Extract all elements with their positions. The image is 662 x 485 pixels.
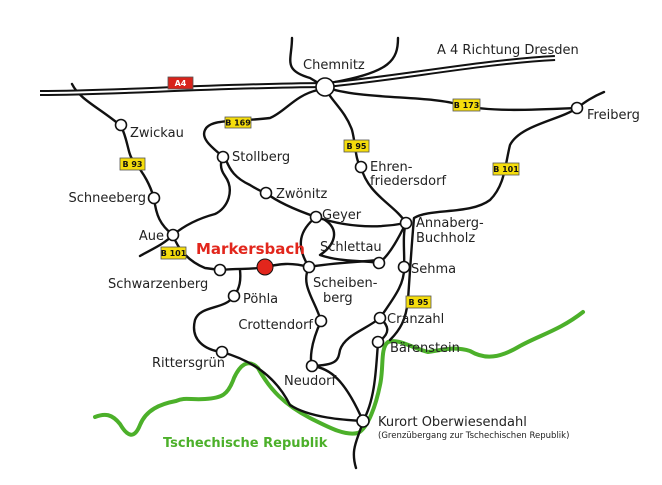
town-geyer <box>309 210 323 224</box>
label-zwickau: Zwickau <box>130 126 184 141</box>
label-scheibenberg-2: berg <box>323 291 353 306</box>
label-country: Tschechische Republik <box>163 436 328 451</box>
label-sehma: Sehma <box>411 262 456 277</box>
town-freiberg <box>570 101 584 115</box>
town-scheibenberg <box>302 260 316 274</box>
town-annaberg <box>399 216 413 230</box>
b95-north-badge: B 95 <box>343 139 370 153</box>
label-ehren-1: Ehren- <box>370 160 413 175</box>
town-crottendorf <box>314 314 328 328</box>
label-annaberg-1: Annaberg- <box>416 216 484 231</box>
svg-text:B 95: B 95 <box>346 142 366 151</box>
label-border-crossing: (Grenzübergang zur Tschechischen Republi… <box>378 431 569 441</box>
label-crottendorf: Crottendorf <box>238 318 313 333</box>
b169-badge: B 169 <box>224 116 252 129</box>
label-chemnitz: Chemnitz <box>303 58 365 73</box>
b95-south-badge: B 95 <box>405 295 432 309</box>
label-schwarzenberg: Schwarzenberg <box>108 277 208 292</box>
town-schlettau <box>372 256 386 270</box>
label-scheibenberg-1: Scheiben- <box>313 276 378 291</box>
town-sehma <box>397 260 411 274</box>
a4-badge: A4 <box>167 76 194 90</box>
town-neudorf <box>305 359 319 373</box>
town-zwickau <box>114 118 128 132</box>
label-neudorf: Neudorf <box>284 374 337 389</box>
svg-text:B 93: B 93 <box>122 160 142 169</box>
label-schlettau: Schlettau <box>320 240 382 255</box>
label-cranzahl: Cranzahl <box>387 312 444 327</box>
b93-badge: B 93 <box>119 157 146 171</box>
town-ehrenfriedersdorf <box>354 160 368 174</box>
svg-text:A4: A4 <box>175 79 187 88</box>
label-freiberg: Freiberg <box>587 108 640 123</box>
town-schneeberg <box>147 191 161 205</box>
label-geyer: Geyer <box>322 208 362 223</box>
town-baerenstein <box>371 335 385 349</box>
label-markersbach: Markersbach <box>196 240 305 258</box>
town-rittersgruen <box>215 345 229 359</box>
town-stollberg <box>216 150 230 164</box>
b173-badge: B 173 <box>452 98 481 112</box>
b101-west-badge: B 101 <box>160 246 187 260</box>
label-zwoenitz: Zwönitz <box>276 187 327 202</box>
label-ehren-2: friedersdorf <box>370 174 446 189</box>
svg-text:B 169: B 169 <box>225 119 251 128</box>
town-markers <box>114 77 584 428</box>
town-poehla <box>227 289 241 303</box>
svg-text:B 101: B 101 <box>493 165 519 174</box>
town-oberwiesenthal <box>356 414 370 428</box>
label-rittersgruen: Rittersgrün <box>152 356 225 371</box>
town-aue <box>166 228 180 242</box>
town-chemnitz <box>315 77 335 97</box>
town-zwoenitz <box>259 186 273 200</box>
town-markersbach <box>256 258 274 276</box>
svg-text:B 95: B 95 <box>408 298 428 307</box>
label-aue: Aue <box>139 229 164 244</box>
label-annaberg-2: Buchholz <box>416 231 475 246</box>
label-stollberg: Stollberg <box>232 150 290 165</box>
direction-label: A 4 Richtung Dresden <box>437 43 579 58</box>
czech-border <box>93 310 585 437</box>
town-cranzahl <box>373 311 387 325</box>
svg-text:B 173: B 173 <box>454 101 480 110</box>
label-schneeberg: Schneeberg <box>69 191 147 206</box>
town-schwarzenberg <box>213 263 227 277</box>
label-oberwiesenthal: Kurort Oberwiesendahl <box>378 415 527 430</box>
svg-text:B 101: B 101 <box>161 249 187 258</box>
label-baerenstein: Bärenstein <box>390 341 460 356</box>
label-poehla: Pöhla <box>243 292 278 307</box>
b101-east-badge: B 101 <box>492 162 520 176</box>
